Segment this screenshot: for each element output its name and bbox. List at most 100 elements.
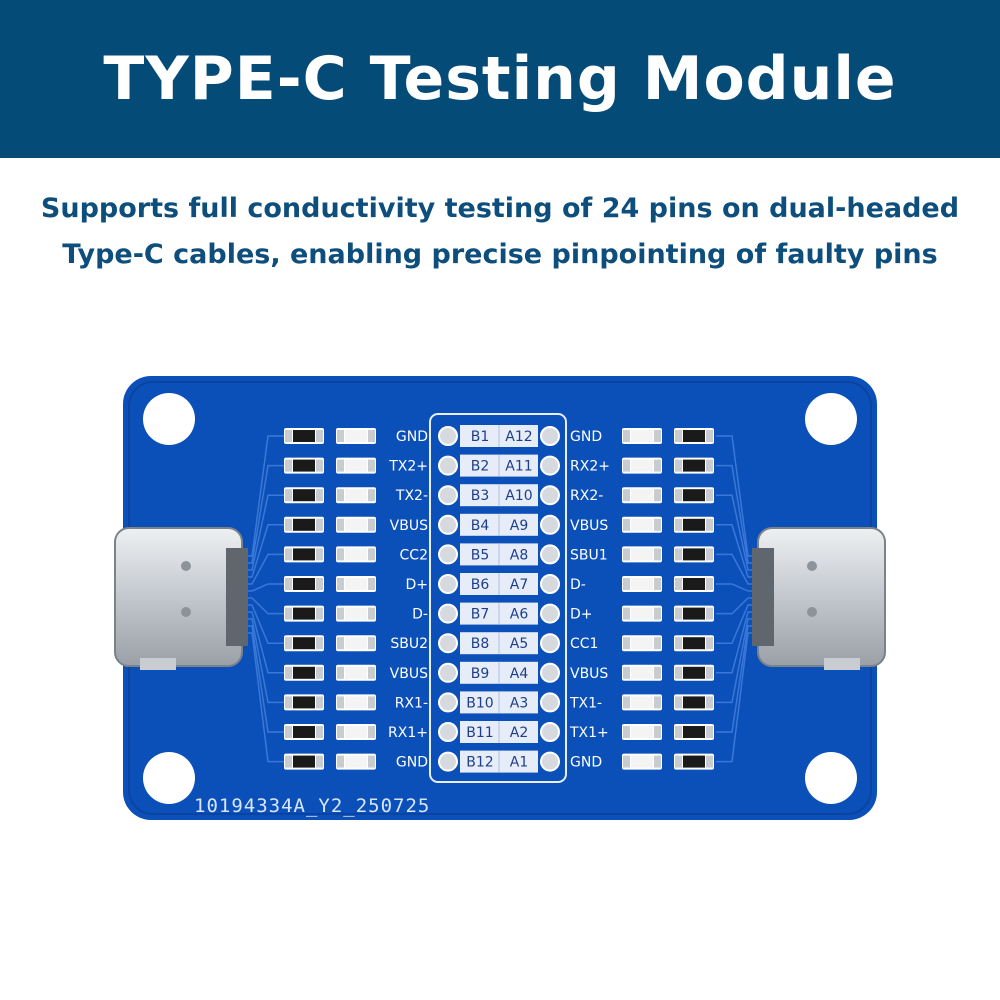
led bbox=[336, 694, 376, 711]
led bbox=[622, 724, 662, 740]
right-signal-label: RX2+ bbox=[570, 459, 610, 475]
led bbox=[622, 516, 662, 533]
b-pin-label: B4 bbox=[471, 518, 490, 534]
usb-c-connector-left bbox=[114, 527, 248, 670]
left-signal-label: D- bbox=[412, 607, 428, 623]
test-pad bbox=[438, 455, 458, 476]
b-pin-label: B1 bbox=[471, 429, 490, 445]
led bbox=[622, 605, 662, 622]
test-pad bbox=[438, 485, 458, 506]
led bbox=[622, 428, 662, 444]
a-pin-label: A8 bbox=[510, 547, 528, 563]
led bbox=[622, 635, 662, 652]
right-signal-label: VBUS bbox=[570, 518, 608, 534]
resistor bbox=[284, 724, 324, 740]
b-pin-label: B9 bbox=[471, 666, 490, 682]
test-pad bbox=[540, 662, 560, 683]
test-pad bbox=[540, 485, 560, 506]
led bbox=[336, 576, 376, 592]
led bbox=[336, 724, 376, 740]
a-pin-label: A12 bbox=[505, 429, 532, 445]
resistor bbox=[284, 576, 324, 592]
b-pin-label: B6 bbox=[471, 577, 490, 593]
mounting-hole bbox=[805, 752, 857, 804]
b-pin-label: B10 bbox=[466, 695, 493, 711]
test-pad bbox=[438, 426, 458, 446]
test-pad bbox=[540, 426, 560, 446]
right-signal-label: TX1- bbox=[569, 695, 602, 711]
mounting-hole bbox=[143, 752, 195, 804]
test-pad bbox=[540, 455, 560, 476]
test-pad bbox=[540, 722, 560, 742]
mounting-hole bbox=[143, 393, 195, 445]
resistor bbox=[674, 635, 714, 652]
left-signal-label: GND bbox=[396, 755, 428, 771]
test-pad bbox=[438, 544, 458, 565]
resistor bbox=[284, 487, 324, 504]
right-signal-label: GND bbox=[570, 429, 602, 445]
resistor bbox=[674, 428, 714, 444]
test-pad bbox=[540, 514, 560, 535]
led bbox=[622, 546, 662, 563]
test-pad bbox=[438, 633, 458, 654]
led bbox=[622, 664, 662, 681]
resistor bbox=[284, 546, 324, 563]
test-pad bbox=[438, 692, 458, 713]
test-pad bbox=[540, 574, 560, 594]
right-signal-label: D+ bbox=[570, 607, 593, 623]
board-serial-number: 10194334A_Y2_250725 bbox=[194, 795, 430, 817]
page-title: TYPE-C Testing Module bbox=[103, 44, 897, 114]
resistor bbox=[674, 546, 714, 563]
led bbox=[622, 694, 662, 711]
left-signal-label: TX2- bbox=[395, 488, 428, 504]
resistor bbox=[674, 724, 714, 740]
left-signal-label: VBUS bbox=[390, 518, 428, 534]
resistor bbox=[284, 664, 324, 681]
left-signal-label: RX1+ bbox=[388, 725, 428, 741]
test-pad bbox=[438, 722, 458, 742]
mounting-hole bbox=[805, 393, 857, 445]
a-pin-label: A7 bbox=[510, 577, 528, 593]
a-pin-label: A10 bbox=[505, 488, 532, 504]
led bbox=[336, 605, 376, 622]
left-signal-label: TX2+ bbox=[388, 459, 428, 475]
left-signal-label: SBU2 bbox=[390, 636, 428, 652]
left-signal-label: RX1- bbox=[395, 695, 428, 711]
left-signal-label: VBUS bbox=[390, 666, 428, 682]
led bbox=[622, 576, 662, 592]
resistor bbox=[674, 664, 714, 681]
resistor bbox=[674, 694, 714, 711]
led bbox=[336, 516, 376, 533]
resistor bbox=[674, 487, 714, 504]
b-pin-label: B11 bbox=[466, 725, 493, 741]
resistor bbox=[284, 457, 324, 474]
led bbox=[622, 753, 662, 770]
test-pad bbox=[540, 603, 560, 624]
title-banner: TYPE-C Testing Module bbox=[0, 0, 1000, 158]
right-signal-label: TX1+ bbox=[569, 725, 609, 741]
test-pad bbox=[438, 662, 458, 683]
led bbox=[622, 487, 662, 504]
resistor bbox=[674, 576, 714, 592]
a-pin-label: A6 bbox=[510, 607, 529, 623]
description: Supports full conductivity testing of 24… bbox=[0, 186, 1000, 278]
a-pin-label: A5 bbox=[510, 636, 528, 652]
led bbox=[622, 457, 662, 474]
test-pad bbox=[438, 751, 458, 772]
pin-header-outline bbox=[429, 413, 567, 783]
resistor bbox=[674, 516, 714, 533]
test-pad bbox=[438, 603, 458, 624]
resistor bbox=[284, 635, 324, 652]
b-pin-label: B7 bbox=[471, 607, 490, 623]
test-pad bbox=[540, 633, 560, 654]
a-pin-label: A9 bbox=[510, 518, 528, 534]
test-pad bbox=[540, 692, 560, 713]
right-signal-label: D- bbox=[570, 577, 586, 593]
b-pin-label: B8 bbox=[471, 636, 490, 652]
resistor bbox=[284, 605, 324, 622]
resistor bbox=[674, 753, 714, 770]
test-pad bbox=[540, 544, 560, 565]
led bbox=[336, 487, 376, 504]
right-signal-label: GND bbox=[570, 755, 602, 771]
